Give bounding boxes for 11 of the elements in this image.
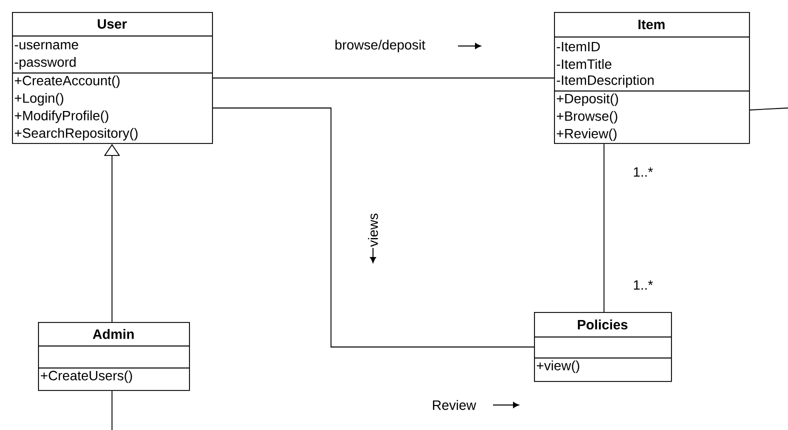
note-label: 1..* <box>634 280 653 290</box>
class-box: Policies +view() <box>534 312 672 382</box>
class-box: Item -ItemID -ItemTitle -ItemDescription +Deposit() +Browse() +Review() <box>554 12 750 144</box>
edge-label: views <box>367 212 379 248</box>
edge-label: browse/deposit <box>334 38 426 54</box>
class-box: Admin +CreateUsers() <box>38 322 190 391</box>
note-label: Review <box>432 400 476 410</box>
connector <box>749 108 788 110</box>
note-label: 1..* <box>634 167 653 177</box>
connector <box>212 108 534 348</box>
class-box: User -username -password +CreateAccount() +Login() +ModifyProfile() +SearchRepository() <box>12 12 213 144</box>
